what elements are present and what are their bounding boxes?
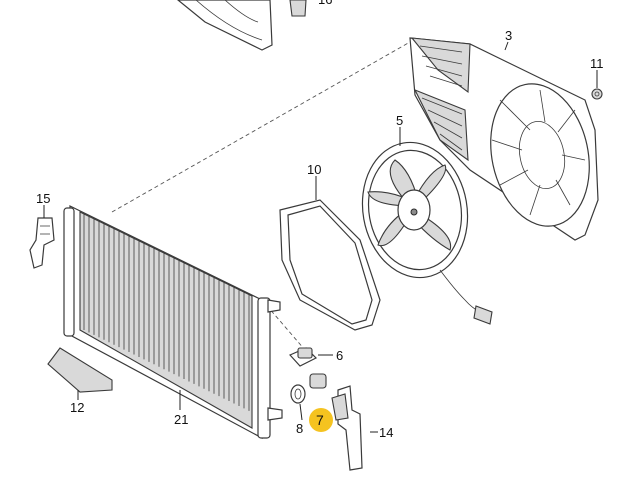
callout-5[interactable]: 5 [396,113,403,128]
callout-11[interactable]: 11 [590,56,604,71]
callout-14[interactable]: 14 [379,425,393,440]
callout-10[interactable]: 10 [307,162,321,177]
o-ring [290,384,306,404]
callout-3[interactable]: 3 [505,28,512,43]
temperature-sender [288,347,318,367]
callout-7-highlight [309,408,333,432]
air-guide [47,347,113,393]
callout-12[interactable]: 12 [70,400,84,415]
radiator [63,205,283,440]
leader-lines [43,41,598,433]
bracket-right [331,385,363,471]
callout-15[interactable]: 15 [36,191,50,206]
callout-labels: 16 3 11 5 10 15 6 7 8 21 12 14 [36,0,604,440]
seal-ring [279,199,381,331]
fan-shroud [409,37,599,241]
fan-shroud-top-partial [177,0,307,51]
callout-16[interactable]: 16 [318,0,332,7]
callout-8[interactable]: 8 [296,421,303,436]
callout-6[interactable]: 6 [336,348,343,363]
fan-with-motor [361,141,493,325]
nut [591,88,603,100]
callout-7[interactable]: 7 [316,412,324,428]
seal-plug [309,373,327,389]
callout-21[interactable]: 21 [174,412,188,427]
bracket-left [29,217,55,269]
